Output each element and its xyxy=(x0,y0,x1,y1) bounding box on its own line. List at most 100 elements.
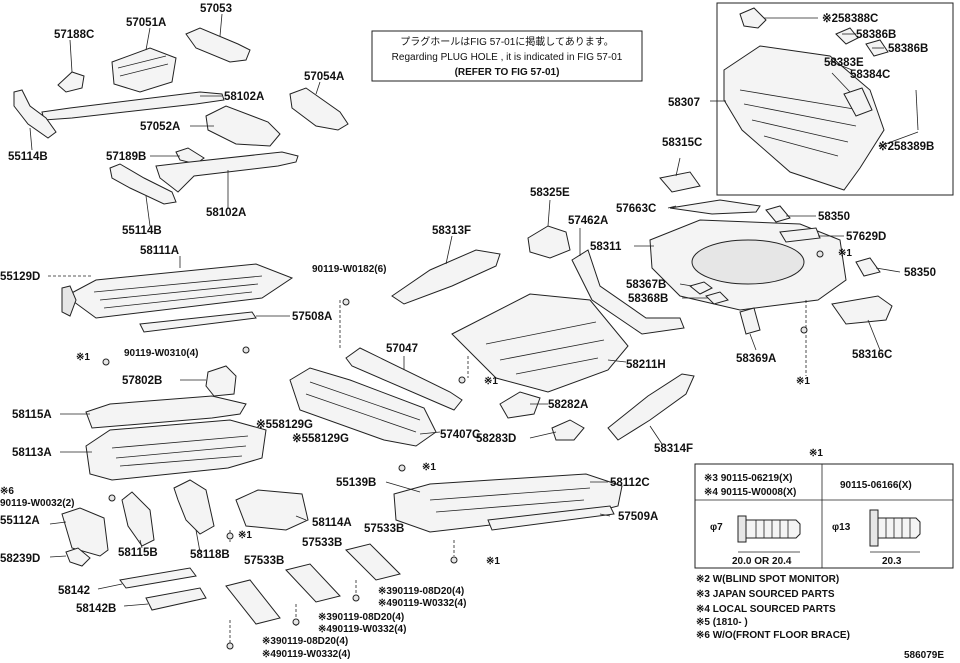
label-58316C[interactable]: 58316C xyxy=(852,349,892,361)
footnote-2: ※2 W(BLIND SPOT MONITOR) xyxy=(696,574,839,585)
label-58386B-b[interactable]: 58386B xyxy=(888,43,928,55)
label-55114B-left[interactable]: 55114B xyxy=(8,151,48,163)
label-58142[interactable]: 58142 xyxy=(58,585,90,597)
spec-dim-phi7: φ7 xyxy=(710,522,723,533)
label-58118B[interactable]: 58118B xyxy=(190,549,230,561)
bolt-icons xyxy=(102,250,824,650)
label-57508A[interactable]: 57508A xyxy=(292,311,332,323)
fastener-note-1e: ※1 xyxy=(486,556,500,567)
label-58102A-bottom[interactable]: 58102A xyxy=(206,207,246,219)
leader-lines xyxy=(29,13,919,644)
spec-dim-length-1: 20.0 OR 20.4 xyxy=(732,556,792,567)
footnote-6: ※6 W/O(FRONT FLOOR BRACE) xyxy=(696,630,850,641)
label-58369A[interactable]: 58369A xyxy=(736,353,776,365)
footnote-3: ※3 JAPAN SOURCED PARTS xyxy=(696,589,835,600)
label-57462A[interactable]: 57462A xyxy=(568,215,608,227)
fastener-4a[interactable]: ※490119-W0332(4) xyxy=(378,598,466,609)
notice-line-2: Regarding PLUG HOLE , it is indicated in… xyxy=(392,52,623,63)
label-58368B[interactable]: 58368B xyxy=(628,293,668,305)
spec-dim-length-2: 20.3 xyxy=(882,556,902,567)
label-58129G-b[interactable]: ※558129G xyxy=(292,432,349,445)
label-58384C[interactable]: 58384C xyxy=(850,69,890,81)
label-90119-W0032[interactable]: 90119-W0032(2) xyxy=(0,498,75,509)
notice-line-1: プラグホールはFIG 57-01に掲載してあります。 xyxy=(400,35,613,48)
label-58389B[interactable]: ※258389B xyxy=(878,140,934,153)
spec-table: ※1 ※3 90115-06219(X) ※4 90115-W0008(X) 9… xyxy=(694,448,954,569)
footnotes: ※2 W(BLIND SPOT MONITOR) ※3 JAPAN SOURCE… xyxy=(696,574,850,641)
label-58239D[interactable]: 58239D xyxy=(0,553,40,565)
label-57052A[interactable]: 57052A xyxy=(140,121,180,133)
label-58113A[interactable]: 58113A xyxy=(12,447,52,459)
label-58315C[interactable]: 58315C xyxy=(662,137,702,149)
label-58129G-a[interactable]: ※558129G xyxy=(256,418,313,431)
fastener-note-1b: ※1 xyxy=(484,376,498,387)
label-57407C[interactable]: 57407C xyxy=(440,429,480,441)
label-58142B[interactable]: 58142B xyxy=(76,603,116,615)
label-58211H[interactable]: 58211H xyxy=(626,359,666,371)
label-55129D[interactable]: 55129D xyxy=(0,271,40,283)
label-58115A[interactable]: 58115A xyxy=(12,409,52,421)
label-57054A[interactable]: 57054A xyxy=(304,71,344,83)
label-58383E[interactable]: 58383E xyxy=(824,57,864,69)
part-drawings xyxy=(13,7,919,625)
fastener-note-1d: ※1 xyxy=(422,462,436,473)
footnote-5: ※5 (1810- ) xyxy=(696,617,748,628)
label-57053[interactable]: 57053 xyxy=(200,3,232,15)
fastener-note-6: ※6 xyxy=(0,486,14,497)
label-58311[interactable]: 58311 xyxy=(590,241,622,253)
label-57533B-mid[interactable]: 57533B xyxy=(302,537,342,549)
label-57802B[interactable]: 57802B xyxy=(122,375,162,387)
label-58112C[interactable]: 58112C xyxy=(610,477,650,489)
label-58114A[interactable]: 58114A xyxy=(312,517,352,529)
label-57047[interactable]: 57047 xyxy=(386,343,418,355)
label-58386B-a[interactable]: 58386B xyxy=(856,29,896,41)
label-57629D[interactable]: 57629D xyxy=(846,231,886,243)
label-58283D[interactable]: 58283D xyxy=(476,433,516,445)
label-90119-W0182[interactable]: 90119-W0182(6) xyxy=(312,264,387,275)
label-57051A[interactable]: 57051A xyxy=(126,17,166,29)
fastener-4c[interactable]: ※490119-W0332(4) xyxy=(262,649,350,660)
notice-box: プラグホールはFIG 57-01に掲載してあります。 Regarding PLU… xyxy=(371,30,643,82)
label-57663C[interactable]: 57663C xyxy=(616,203,656,215)
notice-line-3: (REFER TO FIG 57-01) xyxy=(455,67,560,78)
part-labels: 57188C 57051A 57053 58102A 57054A 57052A… xyxy=(0,3,936,615)
fastener-note-1c: ※1 xyxy=(796,376,810,387)
label-58350-b[interactable]: 58350 xyxy=(904,267,936,279)
label-55112A[interactable]: 55112A xyxy=(0,515,40,527)
label-58313F[interactable]: 58313F xyxy=(432,225,471,237)
label-57189B[interactable]: 57189B xyxy=(106,151,146,163)
fastener-3b[interactable]: ※390119-08D20(4) xyxy=(318,612,404,623)
label-58388C[interactable]: ※258388C xyxy=(822,12,878,25)
label-58314F[interactable]: 58314F xyxy=(654,443,693,455)
fastener-note-1a: ※1 xyxy=(76,352,90,363)
spec-col1-line2: ※4 90115-W0008(X) xyxy=(704,487,796,498)
label-58115B[interactable]: 58115B xyxy=(118,547,158,559)
label-57188C[interactable]: 57188C xyxy=(54,29,94,41)
footnote-4: ※4 LOCAL SOURCED PARTS xyxy=(696,604,836,615)
fastener-3a[interactable]: ※390119-08D20(4) xyxy=(378,586,464,597)
label-57533B-left[interactable]: 57533B xyxy=(244,555,284,567)
label-58367B[interactable]: 58367B xyxy=(626,279,666,291)
label-55114B-mid[interactable]: 55114B xyxy=(122,225,162,237)
fastener-4b[interactable]: ※490119-W0332(4) xyxy=(318,624,406,635)
label-90119-W0310[interactable]: 90119-W0310(4) xyxy=(124,348,199,359)
label-57509A[interactable]: 57509A xyxy=(618,511,658,523)
spec-table-title: ※1 xyxy=(809,448,823,459)
label-58102A-top[interactable]: 58102A xyxy=(224,91,264,103)
spec-col1-line1: ※3 90115-06219(X) xyxy=(704,473,792,484)
fastener-note-1f: ※1 xyxy=(238,530,252,541)
label-58325E[interactable]: 58325E xyxy=(530,187,570,199)
label-58282A[interactable]: 58282A xyxy=(548,399,588,411)
label-58111A[interactable]: 58111A xyxy=(140,245,179,257)
label-57533B-right[interactable]: 57533B xyxy=(364,523,404,535)
fastener-labels: ※1 ※1 ※1 ※1 ※1 ※1 ※1 ※6 ※390119-08D20(4)… xyxy=(0,248,852,660)
spec-col2-header: 90115-06166(X) xyxy=(840,480,912,491)
label-58350-a[interactable]: 58350 xyxy=(818,211,850,223)
label-58307[interactable]: 58307 xyxy=(668,97,700,109)
fastener-3c[interactable]: ※390119-08D20(4) xyxy=(262,636,348,647)
label-55139B[interactable]: 55139B xyxy=(336,477,376,489)
fastener-note-1g: ※1 xyxy=(838,248,852,259)
spec-dim-phi13: φ13 xyxy=(832,522,851,533)
figure-code: 586079E xyxy=(904,650,944,661)
